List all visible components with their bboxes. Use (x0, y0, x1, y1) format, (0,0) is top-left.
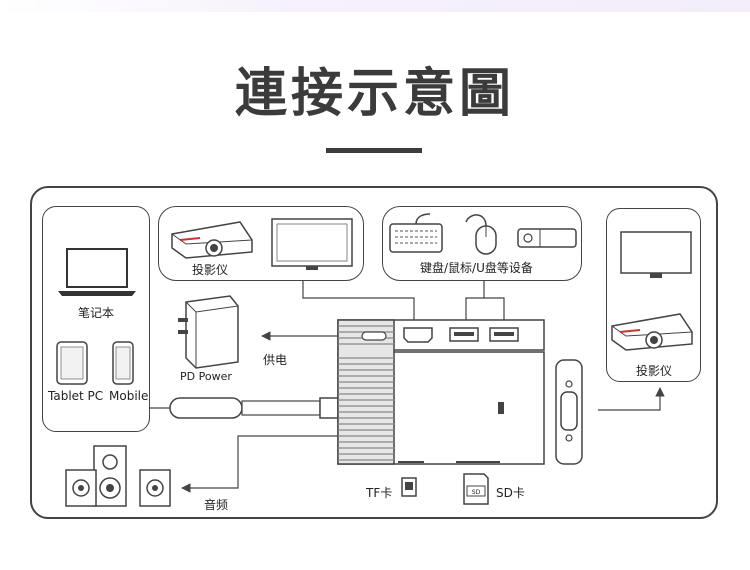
hub-port-usb1-label: USB 1 (494, 358, 516, 366)
sd-label: SD卡 (496, 486, 525, 500)
title-underline (326, 148, 422, 153)
hub-port-usb2-label: USB 2 (452, 358, 474, 366)
page-title: 連接示意圖 (234, 64, 515, 124)
power-label: 供电 (263, 353, 288, 367)
hub-port-vga-label: VGA (533, 398, 542, 414)
monitor-label: 显示器 (635, 245, 672, 259)
peripherals-label: 键盘/鼠标/U盘等设备 (420, 261, 533, 275)
diagram-frame (30, 186, 718, 519)
top-gradient-band (0, 0, 750, 12)
charger-label: PD Power (180, 370, 232, 383)
projector-right-label: 投影仪 (636, 364, 673, 378)
projector-top-label: 投影仪 (192, 263, 229, 277)
right-devices-panel (606, 208, 701, 382)
hub-slot-sd-label: SD (471, 451, 481, 459)
left-devices-panel (42, 206, 150, 432)
tablet-label: Tablet PC (48, 389, 104, 403)
laptop-label: 笔记本 (78, 306, 115, 320)
mobile-label: Mobile (109, 389, 149, 403)
tf-label: TF卡 (366, 486, 393, 500)
hub-port-hd-label: HD 4K (400, 358, 422, 366)
display-devices-panel (158, 206, 364, 281)
hub-slot-tf-label: TF (404, 451, 413, 459)
hub-brand-logo: SENSE (432, 400, 489, 416)
tv-label: 电视机 (292, 237, 329, 251)
audio-label: 音频 (204, 498, 229, 512)
